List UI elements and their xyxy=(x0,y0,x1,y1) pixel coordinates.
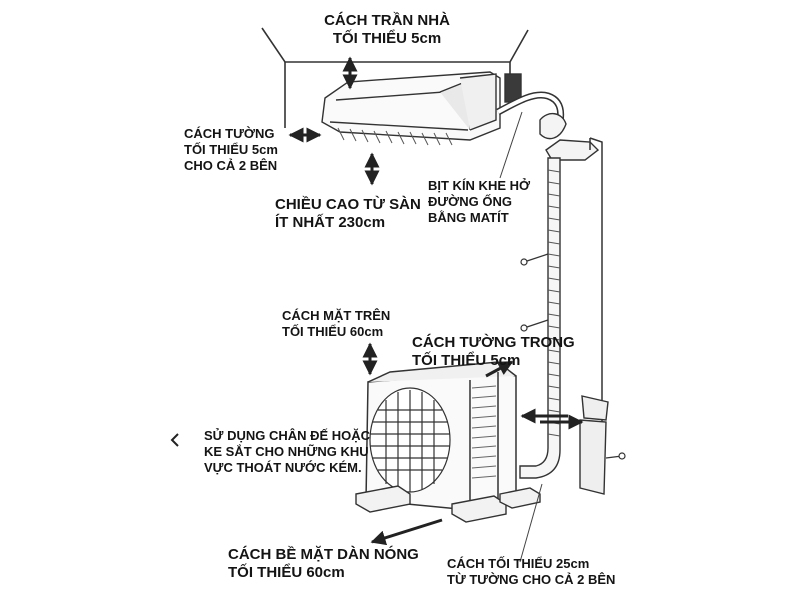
label-condenser-face-line-1: CÁCH BỀ MẶT DÀN NÓNG xyxy=(228,546,419,563)
label-top-surface-line-1: CÁCH MẶT TRÊN xyxy=(282,308,391,323)
label-base-stand-line-1: SỬ DỤNG CHÂN ĐẾ HOẶC xyxy=(204,428,371,443)
label-seal-line-3: BẰNG MATÍT xyxy=(428,210,509,225)
label-floor-height-line-2: ÍT NHẤT 230cm xyxy=(275,214,386,231)
pipe-clamp xyxy=(539,113,600,161)
label-side-wall-line-1: CÁCH TƯỜNG xyxy=(184,126,275,141)
label-min-25-line-1: CÁCH TỐI THIỂU 25cm xyxy=(447,556,590,571)
refrigerant-pipe xyxy=(496,91,565,123)
label-seal-line-1: BỊT KÍN KHE HỞ xyxy=(428,178,531,193)
label-seal-pipe-gap: BỊT KÍN KHE HỞ ĐƯỜNG ỐNG BẰNG MATÍT xyxy=(428,178,530,226)
wall-screws xyxy=(520,253,626,460)
label-inner-wall-line-2: TỐI THIỂU 5cm xyxy=(412,352,521,369)
label-ceiling-clearance: CÁCH TRẦN NHÀ TỐI THIỂU 5cm xyxy=(318,12,456,48)
label-base-stand-note: SỬ DỤNG CHÂN ĐẾ HOẶC KE SẮT CHO NHỮNG KH… xyxy=(204,428,370,476)
label-floor-height: CHIỀU CAO TỪ SÀN ÍT NHẤT 230cm xyxy=(275,196,421,232)
clearance-arrows xyxy=(288,56,584,546)
label-base-stand-line-3: VỰC THOÁT NƯỚC KÉM. xyxy=(204,460,362,475)
label-inner-wall-clearance: CÁCH TƯỜNG TRONG TỐI THIỂU 5cm xyxy=(412,334,575,370)
label-floor-height-line-1: CHIỀU CAO TỪ SÀN xyxy=(275,196,421,213)
label-ceiling-line-2: TỐI THIỂU 5cm xyxy=(332,30,442,47)
label-min-25-line-2: TỪ TƯỜNG CHO CẢ 2 BÊN xyxy=(447,572,616,587)
outside-wall xyxy=(589,137,603,470)
label-side-wall-line-3: CHO CẢ 2 BÊN xyxy=(184,158,278,173)
chevron-left-icon xyxy=(170,433,179,447)
indoor-unit xyxy=(321,71,501,141)
outdoor-fan-grille xyxy=(369,387,451,493)
label-condenser-face-clearance: CÁCH BỀ MẶT DÀN NÓNG TỐI THIỂU 60cm xyxy=(228,546,419,582)
label-seal-line-2: ĐƯỜNG ỐNG xyxy=(428,194,512,209)
label-min-25cm-clearance: CÁCH TỐI THIỂU 25cm TỪ TƯỜNG CHO CẢ 2 BÊ… xyxy=(447,556,615,588)
leader-lines xyxy=(499,111,543,563)
label-inner-wall-line-1: CÁCH TƯỜNG TRONG xyxy=(412,334,575,351)
label-side-wall-clearance: CÁCH TƯỜNG TỐI THIỂU 5cm CHO CẢ 2 BÊN xyxy=(184,126,278,174)
label-base-stand-line-2: KE SẮT CHO NHỮNG KHU xyxy=(204,444,369,459)
label-top-surface-line-2: TỐI THIỂU 60cm xyxy=(282,324,384,339)
label-ceiling-line-1: CÁCH TRẦN NHÀ xyxy=(324,12,450,29)
label-top-surface-clearance: CÁCH MẶT TRÊN TỐI THIỂU 60cm xyxy=(282,308,390,340)
outdoor-side-fins xyxy=(471,385,497,479)
indoor-unit-vents xyxy=(337,127,453,146)
wall-sleeve xyxy=(579,395,609,495)
label-side-wall-line-2: TỐI THIỂU 5cm xyxy=(184,142,278,157)
base-stands xyxy=(355,485,541,523)
label-condenser-face-line-2: TỐI THIỂU 60cm xyxy=(228,564,345,581)
